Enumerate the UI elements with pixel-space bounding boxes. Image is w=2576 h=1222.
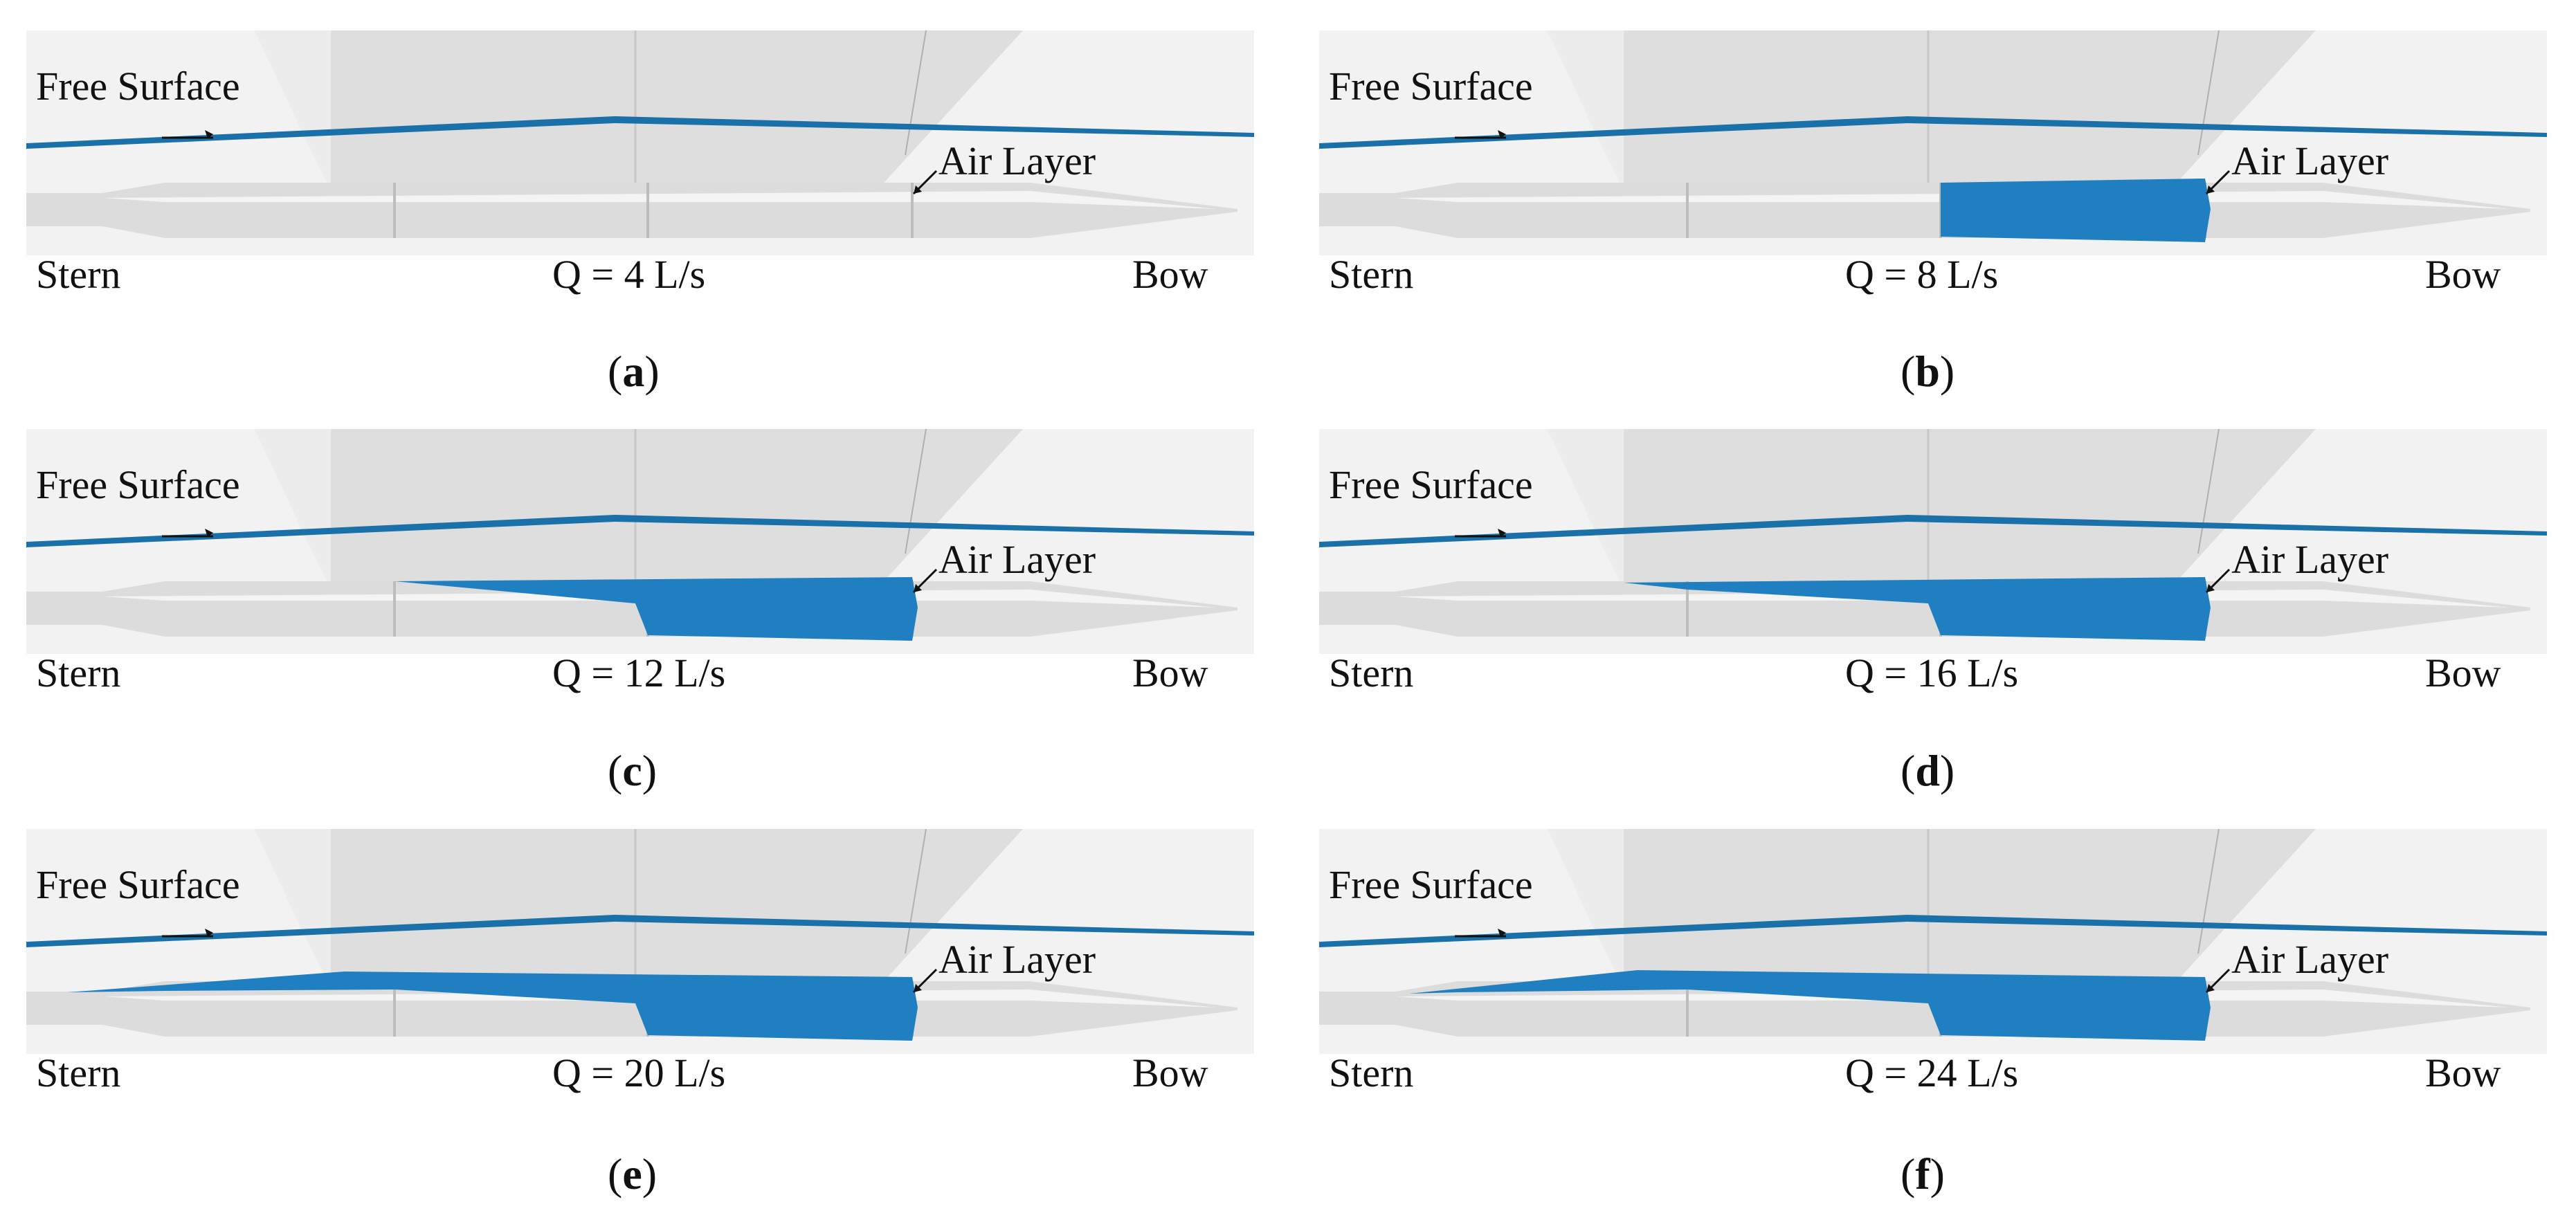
panel-caption-a: (a) [608, 347, 660, 396]
simulation-render [1319, 30, 2547, 255]
panel-c: Free Surface Air Layer Stern Q = 12 L/s … [26, 429, 1254, 693]
air-layer-label: Air Layer [2231, 537, 2389, 582]
free-surface-label: Free Surface [1329, 64, 1533, 109]
panel-e: Free Surface Air Layer Stern Q = 20 L/s … [26, 829, 1254, 1093]
bow-label: Bow [2425, 650, 2501, 695]
flow-rate-label: Q = 12 L/s [552, 650, 726, 695]
free-surface-label: Free Surface [36, 462, 240, 507]
air-layer-label: Air Layer [938, 937, 1096, 982]
bow-label: Bow [1132, 650, 1208, 695]
air-layer [1409, 970, 2211, 1041]
flow-rate-label: Q = 16 L/s [1845, 650, 2019, 695]
panel-caption-e: (e) [608, 1149, 657, 1198]
panel-f: Free Surface Air Layer Stern Q = 24 L/s … [1319, 829, 2547, 1093]
stern-label: Stern [1329, 252, 1414, 297]
free-surface-label: Free Surface [1329, 462, 1533, 507]
air-layer [1624, 577, 2211, 641]
stern-label: Stern [1329, 1050, 1414, 1095]
simulation-render [1319, 829, 2547, 1054]
flow-rate-label: Q = 4 L/s [552, 252, 706, 297]
air-layer [1941, 179, 2211, 242]
stern-label: Stern [36, 252, 121, 297]
air-layer-label: Air Layer [2231, 937, 2389, 982]
simulation-render [26, 429, 1254, 654]
air-layer [394, 577, 918, 641]
bow-label: Bow [2425, 252, 2501, 297]
flow-rate-label: Q = 24 L/s [1845, 1050, 2019, 1095]
free-surface-label: Free Surface [36, 64, 240, 109]
air-layer [68, 972, 918, 1041]
stern-label: Stern [36, 1050, 121, 1095]
panel-d: Free Surface Air Layer Stern Q = 16 L/s … [1319, 429, 2547, 693]
panel-caption-c: (c) [608, 746, 657, 795]
simulation-render [1319, 429, 2547, 654]
stern-label: Stern [1329, 650, 1414, 695]
simulation-render [26, 829, 1254, 1054]
free-surface-label: Free Surface [1329, 862, 1533, 907]
panel-caption-b: (b) [1901, 347, 1955, 396]
simulation-render [26, 30, 1254, 255]
flow-rate-label: Q = 20 L/s [552, 1050, 726, 1095]
air-layer-label: Air Layer [938, 138, 1096, 183]
bow-label: Bow [1132, 252, 1208, 297]
bow-label: Bow [2425, 1050, 2501, 1095]
air-layer-label: Air Layer [938, 537, 1096, 582]
panel-a: Free Surface Air Layer Stern Q = 4 L/s B… [26, 30, 1254, 295]
panel-caption-f: (f) [1901, 1149, 1945, 1198]
flow-rate-label: Q = 8 L/s [1845, 252, 1999, 297]
panel-b: Free Surface Air Layer Stern Q = 8 L/s B… [1319, 30, 2547, 295]
bow-label: Bow [1132, 1050, 1208, 1095]
free-surface-label: Free Surface [36, 862, 240, 907]
stern-label: Stern [36, 650, 121, 695]
panel-caption-d: (d) [1901, 746, 1955, 795]
air-layer-label: Air Layer [2231, 138, 2389, 183]
